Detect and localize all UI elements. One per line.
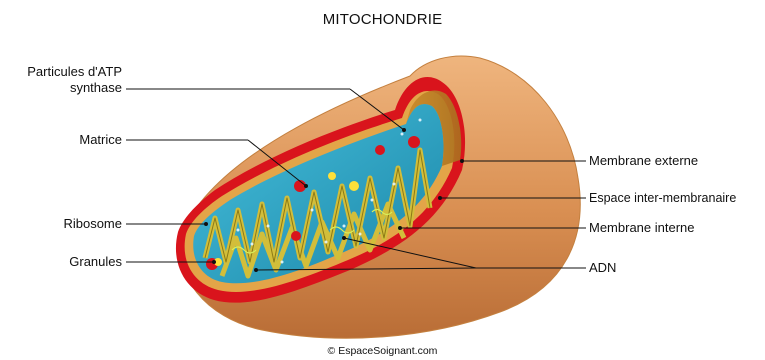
label-adn: ADN bbox=[589, 260, 616, 276]
label-ribosome: Ribosome bbox=[0, 216, 122, 232]
copyright-notice: © EspaceSoignant.com bbox=[0, 345, 765, 357]
label-membrane-interne: Membrane interne bbox=[589, 220, 695, 236]
diagram-title: MITOCHONDRIE bbox=[0, 11, 765, 28]
label-matrice: Matrice bbox=[0, 132, 122, 148]
label-granules: Granules bbox=[0, 254, 122, 270]
label-espace-inter-membranaire: Espace inter-membranaire bbox=[589, 190, 736, 206]
label-atp-synthase-line1: Particules d'ATP bbox=[0, 64, 122, 80]
label-atp-synthase-line2: synthase bbox=[0, 80, 122, 96]
label-atp-synthase: Particules d'ATP synthase bbox=[0, 64, 122, 96]
label-membrane-externe: Membrane externe bbox=[589, 153, 698, 169]
